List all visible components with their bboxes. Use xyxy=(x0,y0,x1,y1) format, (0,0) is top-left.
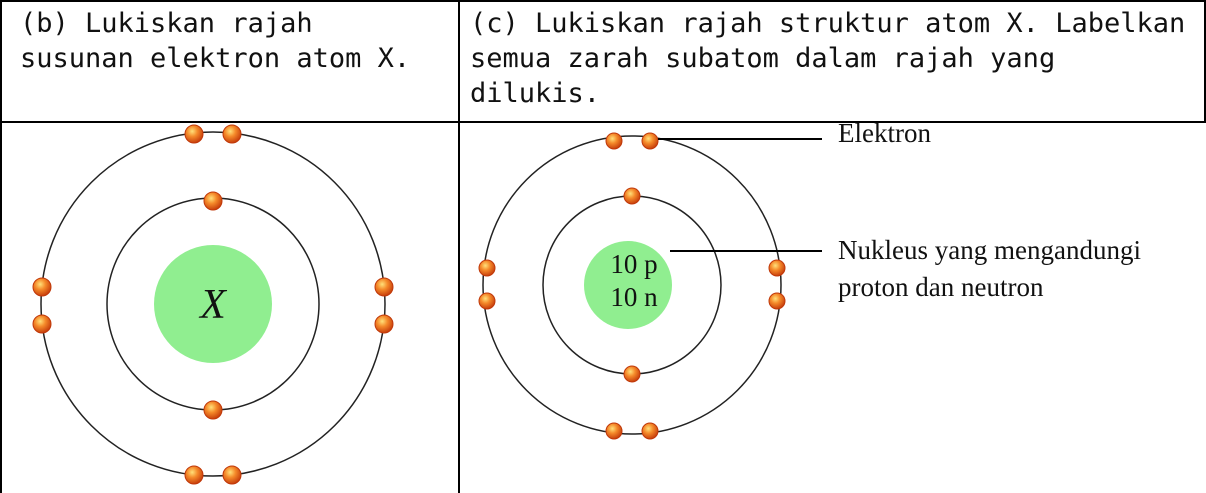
electron xyxy=(375,278,393,296)
diagram-c-atom-structure: 10 p 10 n Elektron Nukleus yang mengandu… xyxy=(479,118,1141,439)
electron xyxy=(204,192,222,210)
electron xyxy=(223,125,241,143)
proton-count: 10 p xyxy=(610,249,657,279)
electron xyxy=(606,133,622,149)
neutron-count: 10 n xyxy=(610,282,658,312)
electron xyxy=(479,293,495,309)
electron xyxy=(606,423,622,439)
nucleus-label-line2: proton dan neutron xyxy=(838,272,1044,302)
electron xyxy=(204,401,222,419)
electron xyxy=(33,278,51,296)
electron xyxy=(769,293,785,309)
electron xyxy=(624,188,640,204)
electron xyxy=(624,366,640,382)
electron xyxy=(642,133,658,149)
nucleus-label: X xyxy=(198,282,228,328)
electron xyxy=(33,315,51,333)
electron-label: Elektron xyxy=(838,118,931,148)
nucleus-label-line1: Nukleus yang mengandungi xyxy=(838,235,1141,265)
electron xyxy=(769,260,785,276)
electron xyxy=(185,466,203,484)
electron xyxy=(642,423,658,439)
electron xyxy=(223,466,241,484)
electron xyxy=(479,260,495,276)
electron xyxy=(375,315,393,333)
electron xyxy=(185,125,203,143)
diagram-b-electron-arrangement: X xyxy=(33,125,393,484)
